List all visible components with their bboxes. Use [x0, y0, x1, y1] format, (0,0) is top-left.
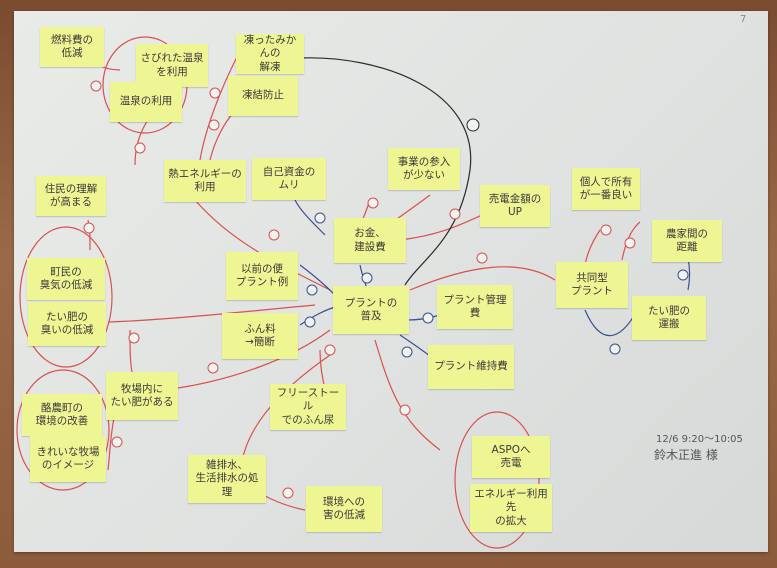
sticky-note: 個人で所有 が一番良い — [572, 168, 640, 210]
author-annotation: 鈴木正進 様 — [654, 448, 718, 462]
sticky-note: 温泉の利用 — [110, 82, 182, 122]
sticky-note: ASPOへ 売電 — [472, 436, 550, 478]
session-time-annotation: 12/6 9:20〜10:05 — [656, 434, 743, 445]
red-arrow — [399, 214, 483, 241]
red-arrow — [177, 329, 331, 389]
sticky-note: 酪農町の 環境の改善 — [22, 394, 102, 436]
cluster-outline-environment — [16, 369, 110, 491]
sticky-note: 売電金額の UP — [480, 185, 550, 227]
sticky-note: 牧場内に たい肥がある — [106, 372, 178, 420]
blue-arrow — [294, 199, 326, 236]
red-arrow — [374, 339, 441, 451]
sticky-note: きれいな牧場 のイメージ — [30, 436, 106, 482]
sticky-note: エネルギー利用先 の拡大 — [470, 484, 552, 532]
sticky-note: プラント管理費 — [437, 285, 513, 329]
sticky-note: 凍結防止 — [228, 76, 298, 116]
sticky-note: 自己資金の ムリ — [252, 158, 326, 200]
red-arrow — [107, 304, 316, 323]
sticky-note: 事業の参入 が少ない — [388, 148, 460, 190]
red-arrow — [199, 54, 239, 161]
sticky-note: 凍ったみかんの 解凍 — [236, 34, 304, 74]
sticky-note: 燃料費の 低減 — [40, 27, 104, 67]
sticky-note: フリーストール でのふん尿 — [270, 384, 346, 430]
black-arrow — [299, 57, 472, 286]
corner-mark: 7 — [740, 14, 747, 25]
sticky-note: 雑排水、 生活排水の処理 — [188, 455, 266, 503]
sticky-note: 住民の理解 が高まる — [36, 176, 106, 216]
sticky-note: さびれた温泉 を利用 — [136, 44, 208, 87]
sticky-note: 農家間の 距離 — [652, 220, 722, 262]
sticky-note: 熱エネルギーの 利用 — [164, 160, 246, 202]
red-arrow — [194, 199, 331, 291]
sticky-note: たい肥の 運搬 — [632, 296, 706, 340]
cluster-outline-aspo — [454, 411, 540, 549]
red-arrow — [409, 266, 556, 291]
sticky-note: 環境への 害の低減 — [306, 486, 382, 532]
sticky-note: お金、 建設費 — [334, 218, 406, 263]
sticky-note: 共同型 プラント — [556, 262, 628, 308]
sticky-note: プラント維持費 — [428, 345, 514, 389]
sticky-note: ふん料 →簡断 — [222, 313, 298, 359]
sticky-note: 以前の便 プラント例 — [226, 252, 298, 300]
sticky-note: プラントの 普及 — [333, 286, 409, 334]
sticky-note: 町民の 臭気の低減 — [27, 258, 105, 300]
cluster-outline-odor — [19, 226, 113, 368]
sticky-note: たい肥の 臭いの低減 — [28, 302, 106, 346]
